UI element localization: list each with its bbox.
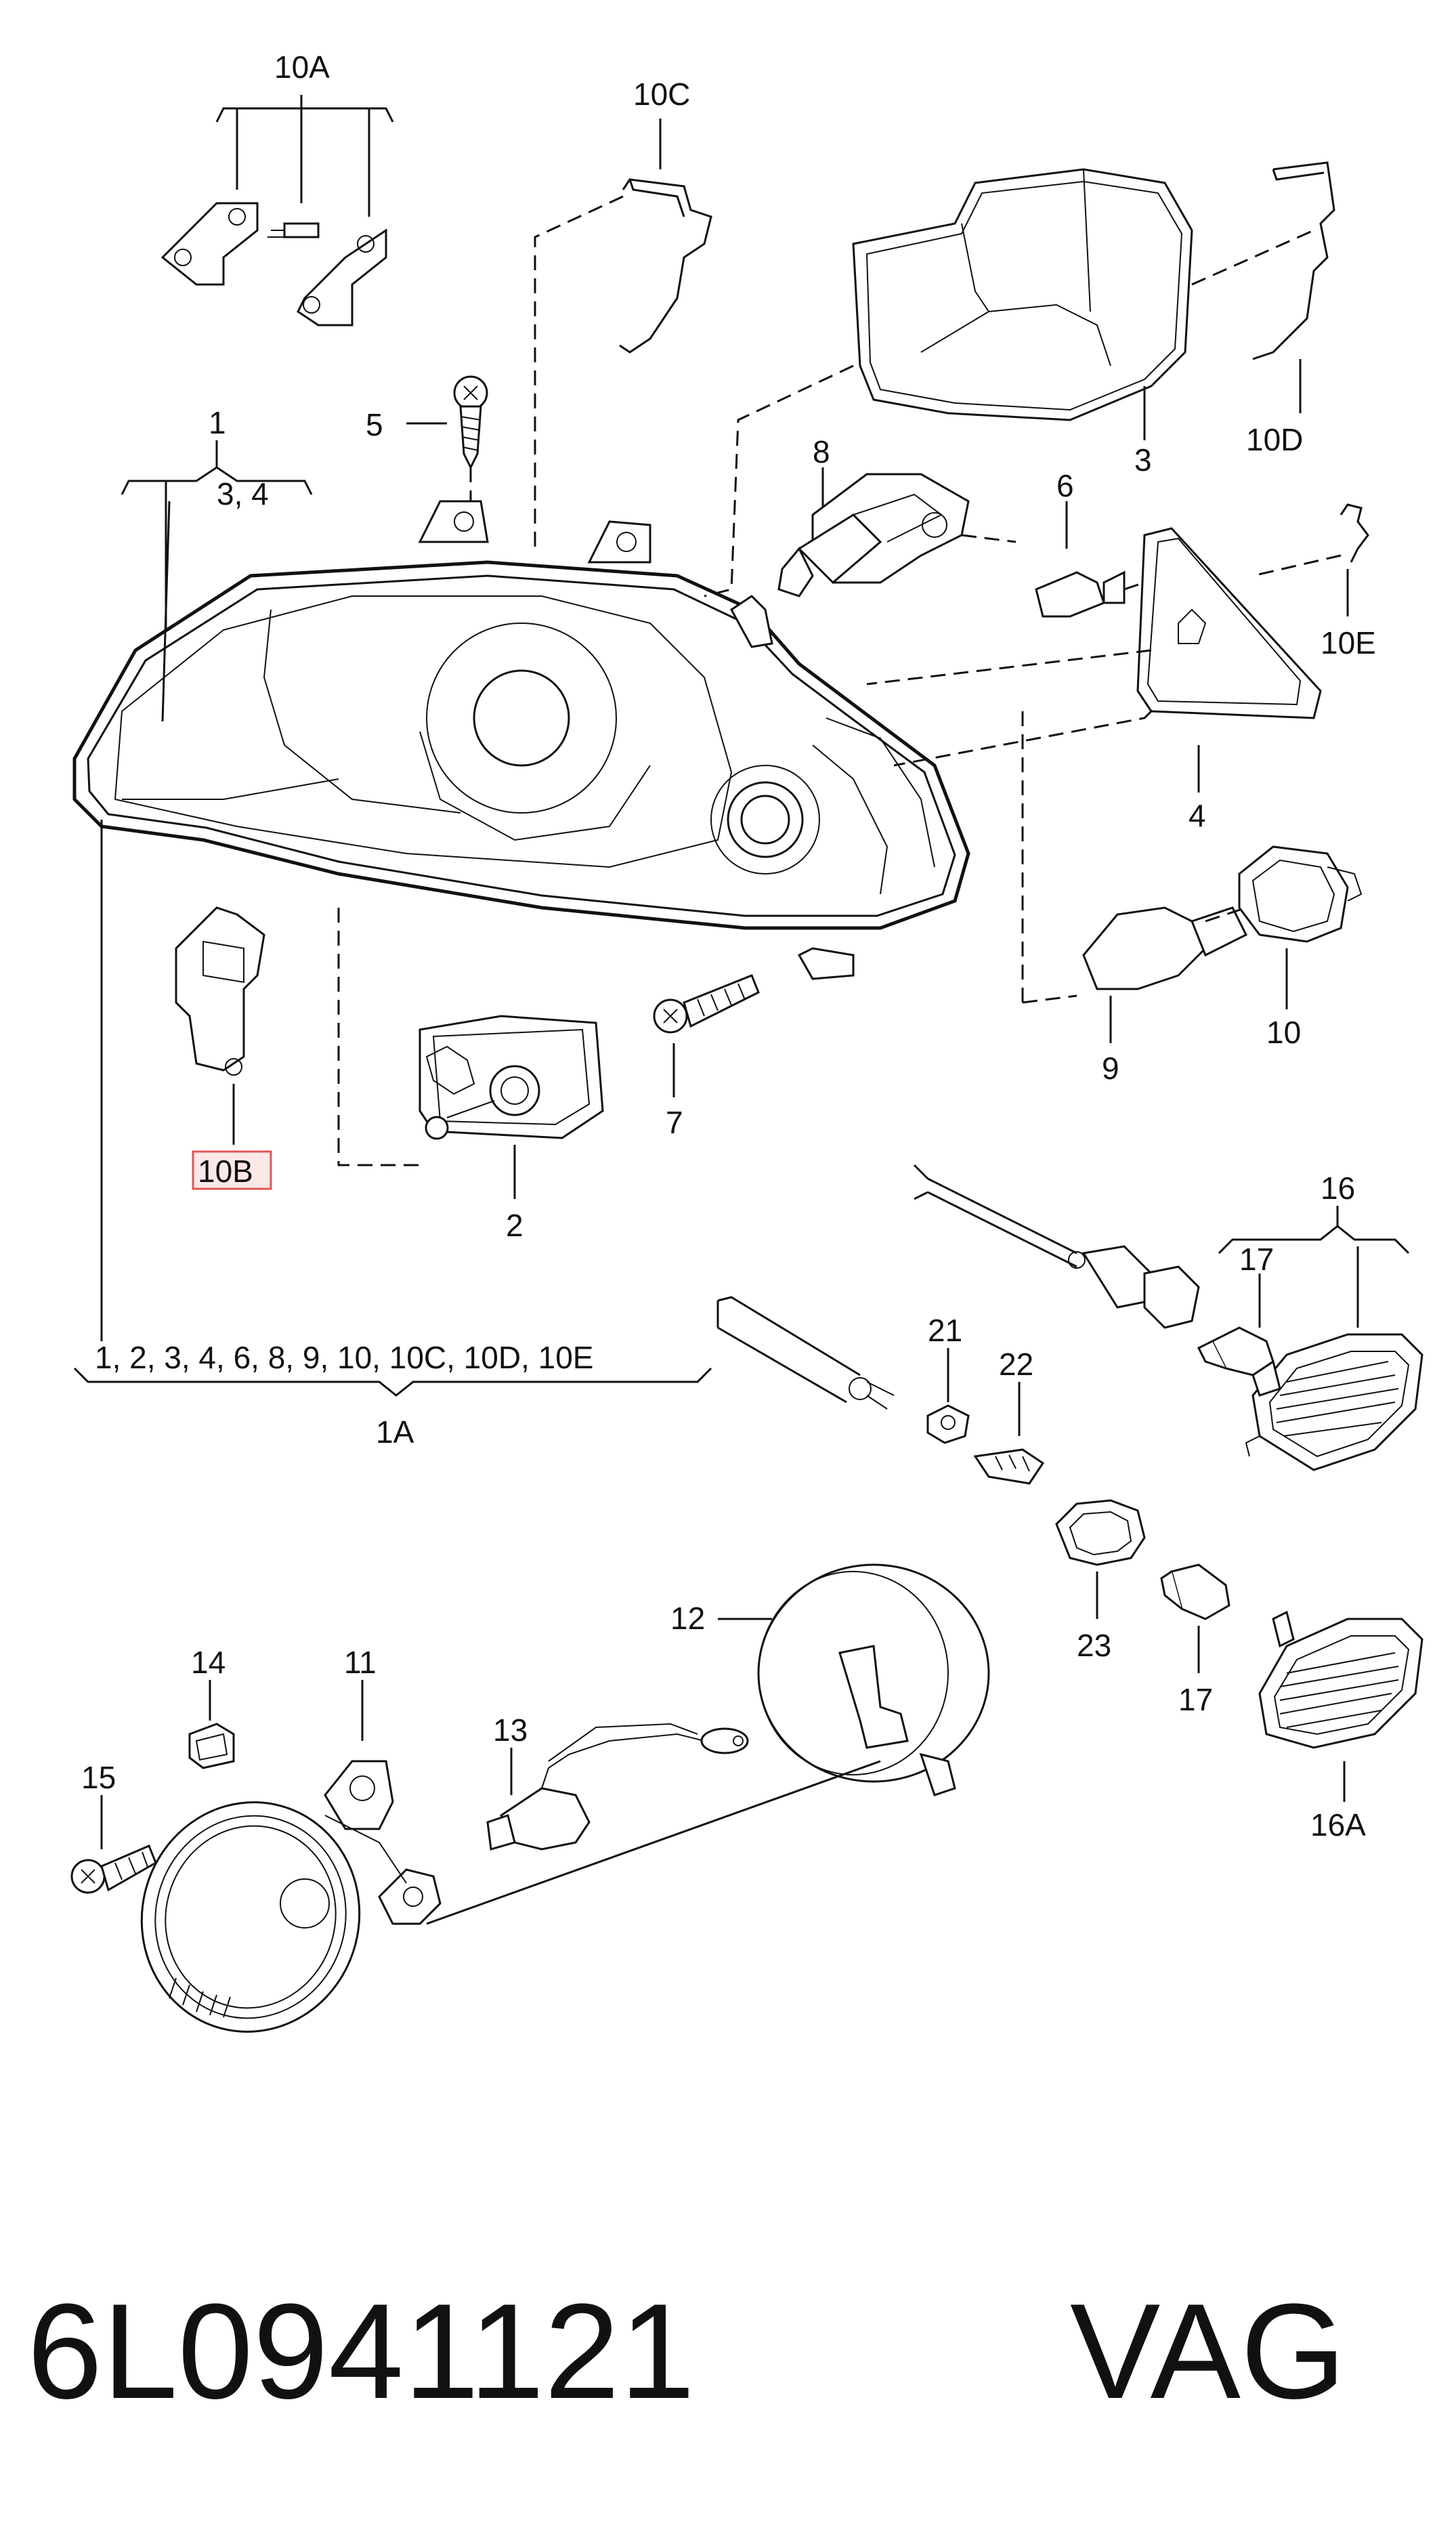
label-13: 13: [493, 1712, 528, 1748]
part-10A-brackets: [160, 95, 394, 326]
brand: VAG: [1070, 2276, 1346, 2427]
label-17-lower: 17: [1178, 1682, 1213, 1717]
part-10B-bracket: [175, 906, 272, 1190]
part-10B-highlight-box: [192, 1150, 272, 1190]
part-9-bulb: [1021, 711, 1248, 1043]
part-1-headlamp: [72, 500, 970, 980]
label-3-4: 3, 4: [217, 476, 269, 511]
part-3-cover: [704, 168, 1314, 597]
label-1A-bracket: [73, 1367, 712, 1397]
part-10D-clip: [1252, 161, 1335, 413]
label-6: 6: [1056, 468, 1074, 503]
labels: 10A 10C 1 3, 4 5 8 6 3 10D 10E 4 10 10B …: [81, 49, 1376, 1842]
part-23-holder: [1055, 1499, 1146, 1619]
part-2-control-unit: [419, 1015, 604, 1199]
part-15-screw: [70, 1795, 157, 1894]
part-14-clip: [188, 1680, 235, 1769]
part-10E-clip: [1252, 503, 1369, 616]
label-15: 15: [81, 1760, 116, 1795]
part-16A-side-marker: [1258, 1610, 1423, 1802]
label-10C: 10C: [633, 77, 690, 112]
label-10A: 10A: [274, 49, 330, 85]
part-11-fog-lamp: [140, 1680, 881, 2033]
label-10: 10: [1266, 1015, 1301, 1050]
label-8: 8: [813, 434, 830, 469]
part-17-bulb-b: [1160, 1563, 1230, 1673]
label-10E: 10E: [1321, 625, 1376, 660]
part-number: 6L0941121: [27, 2276, 695, 2427]
part-5-screw: [406, 375, 488, 515]
label-2: 2: [506, 1208, 523, 1243]
label-4: 4: [1189, 798, 1206, 833]
label-16: 16: [1321, 1171, 1355, 1206]
label-14: 14: [191, 1645, 226, 1680]
label-10B: 10B: [198, 1154, 253, 1189]
part-12-housing: [718, 1563, 990, 1796]
part-16-side-marker: [913, 1164, 1423, 1471]
label-1A-list: 1, 2, 3, 4, 6, 8, 9, 10, 10C, 10D, 10E: [95, 1340, 593, 1375]
label-11: 11: [344, 1645, 377, 1680]
label-1: 1: [209, 405, 226, 440]
label-1-bracket: [100, 440, 420, 1341]
part-6-bulb: [1035, 501, 1145, 618]
label-7: 7: [666, 1105, 683, 1140]
part-13-bulb: [486, 1723, 749, 1851]
part-7-screw: [653, 974, 760, 1097]
label-23: 23: [1077, 1628, 1111, 1663]
label-21: 21: [928, 1313, 962, 1348]
part-wire-lower: [716, 1296, 895, 1410]
part-4-cap: [866, 527, 1322, 793]
label-12: 12: [670, 1601, 705, 1636]
label-9: 9: [1102, 1051, 1119, 1086]
label-10D: 10D: [1246, 422, 1303, 457]
label-16A: 16A: [1310, 1807, 1366, 1842]
label-22: 22: [999, 1347, 1033, 1382]
footer: 6L0941121 VAG: [27, 2276, 1346, 2427]
label-5: 5: [366, 407, 383, 442]
part-17-bulb-a: [1197, 1273, 1275, 1376]
label-3: 3: [1134, 442, 1152, 478]
label-17-upper: 17: [1239, 1242, 1274, 1277]
part-8-bulb: [777, 467, 1016, 597]
part-10C-clip: [534, 119, 712, 549]
part-10-bulb-holder: [1238, 845, 1363, 1009]
part-22-contact: [973, 1382, 1045, 1485]
part-21-grommet: [926, 1348, 970, 1444]
label-1A: 1A: [376, 1414, 414, 1450]
